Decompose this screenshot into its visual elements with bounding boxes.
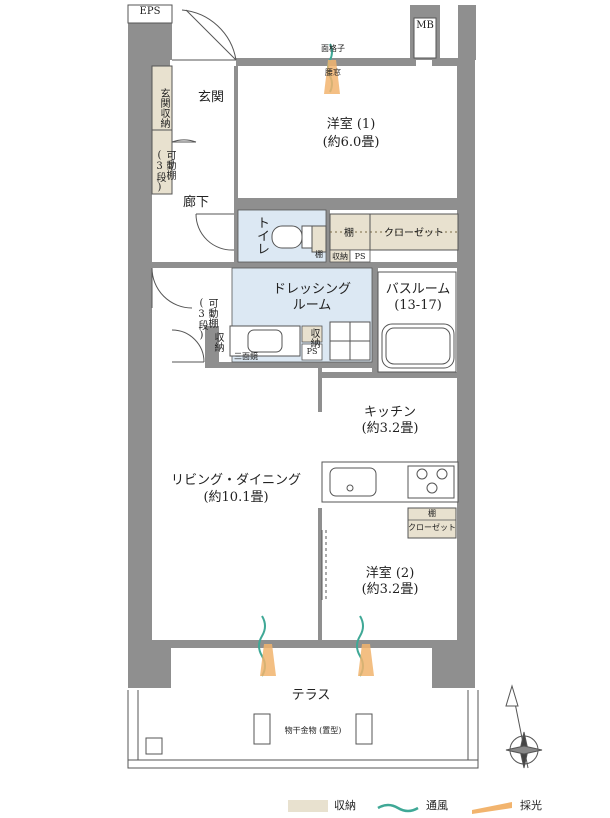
ps-label-2: PS	[306, 347, 318, 356]
interior-doors[interactable]	[151, 139, 235, 363]
legend-ventilation-icon	[377, 803, 419, 813]
shelf-adjustable-label-2: 可動棚	[206, 298, 217, 328]
living-name: リビング・ダイニング	[170, 473, 301, 488]
terrace-label: テラス	[291, 688, 331, 703]
entrance-door[interactable]	[172, 9, 237, 61]
dressing-storage-label: 収納	[212, 332, 223, 352]
dressing-line2: ルーム	[292, 298, 332, 313]
corridor-label: 廊下	[183, 195, 210, 210]
exterior-walls	[128, 5, 476, 688]
toilet-label: トイレ	[254, 216, 269, 255]
kitchen-closet	[407, 507, 457, 539]
three-mirror-label: 三面鏡	[234, 352, 258, 361]
legend-storage-label: 収納	[334, 799, 356, 812]
legend-ventilation-label: 通風	[426, 799, 448, 812]
closet-storage-label: 収納	[332, 252, 348, 261]
legend-storage-swatch	[288, 800, 328, 812]
eps-label: EPS	[139, 6, 161, 17]
closet-label: クローゼット	[384, 228, 444, 239]
grille-label: 面格子	[321, 44, 345, 53]
compass-icon	[505, 684, 543, 769]
western1-name: 洋室 (1)	[326, 117, 376, 132]
drying-hardware-label: 物干金物 (置型)	[284, 726, 342, 735]
shelf-count-label-2: (3段)	[196, 298, 207, 341]
terrace	[127, 690, 479, 769]
kitchen-closet-label: クローゼット	[408, 523, 456, 532]
bath-size: (13-17)	[394, 298, 442, 313]
dressing-storage-label-2: 収納	[308, 328, 319, 348]
window-bar-label: 腰窓	[325, 68, 341, 77]
washbasin	[229, 325, 301, 357]
daylight-marks	[260, 60, 374, 676]
living-size: (約10.1畳)	[203, 490, 269, 505]
drying-hardware	[145, 713, 373, 755]
ps-label-1: PS	[354, 252, 366, 261]
genkan-label: 玄関	[198, 90, 225, 105]
western1-size: (約6.0畳)	[322, 135, 380, 150]
sliding-partition[interactable]	[321, 530, 327, 600]
legend-daylight-label: 採光	[520, 799, 542, 812]
eps-box	[127, 4, 173, 24]
mb-box	[413, 17, 437, 59]
washing-machine-pan	[329, 321, 371, 361]
western2-size: (約3.2畳)	[361, 582, 419, 597]
shelf-count-label-1: (3段)	[154, 150, 165, 193]
western2-name: 洋室 (2)	[365, 566, 415, 581]
kitchen-shelf-label: 棚	[428, 509, 436, 518]
mb-label: MB	[416, 20, 434, 31]
interior-walls	[152, 66, 460, 640]
toilet-fixture	[271, 225, 327, 253]
toilet-shelf-label: 棚	[315, 250, 323, 259]
kitchen-size: (約3.2畳)	[361, 421, 419, 436]
dressing-line1: ドレッシング	[272, 282, 351, 297]
legend-daylight-icon	[472, 802, 512, 814]
kitchen-name: キッチン	[363, 405, 416, 420]
bath-name: バスルーム	[385, 282, 451, 297]
shelf-adjustable-label-1: 可動棚	[164, 150, 175, 180]
genkan-storage-label: 玄関収納	[158, 88, 169, 128]
kitchen-counter	[321, 461, 459, 503]
closet-shelf-label: 棚	[344, 228, 354, 239]
bathtub	[381, 323, 455, 369]
